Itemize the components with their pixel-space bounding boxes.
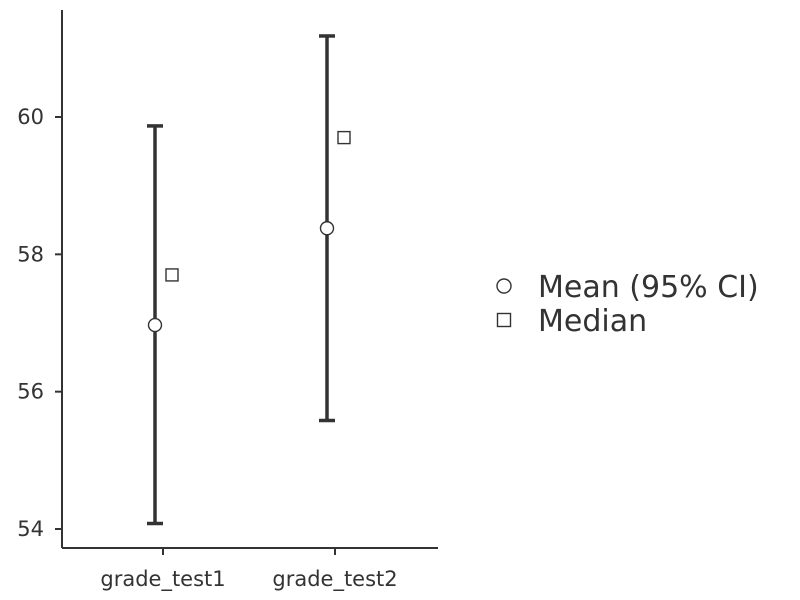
legend-mean-label: Mean (95% CI) bbox=[538, 270, 759, 305]
y-tick-label: 56 bbox=[17, 380, 44, 404]
median-point bbox=[337, 130, 351, 145]
legend: Mean (95% CI)Median bbox=[496, 270, 759, 339]
mean-point bbox=[147, 317, 163, 333]
y-tick-label: 54 bbox=[17, 517, 44, 541]
x-tick-label: grade_test2 bbox=[272, 567, 397, 592]
mean-point bbox=[319, 221, 335, 236]
x-axis-ticks: grade_test1 grade_test2 bbox=[100, 548, 398, 592]
y-tick-label: 60 bbox=[17, 105, 44, 129]
legend-median-label: Median bbox=[538, 304, 647, 339]
legend-mean-marker bbox=[496, 278, 512, 294]
legend-median-marker bbox=[496, 312, 512, 328]
median-point bbox=[165, 268, 179, 282]
data-markers bbox=[147, 130, 351, 333]
x-tick-label: grade_test1 bbox=[100, 567, 225, 592]
y-tick-label: 58 bbox=[17, 242, 44, 266]
y-axis-ticks: 54 56 58 60 bbox=[17, 105, 62, 541]
axes bbox=[61, 10, 438, 549]
